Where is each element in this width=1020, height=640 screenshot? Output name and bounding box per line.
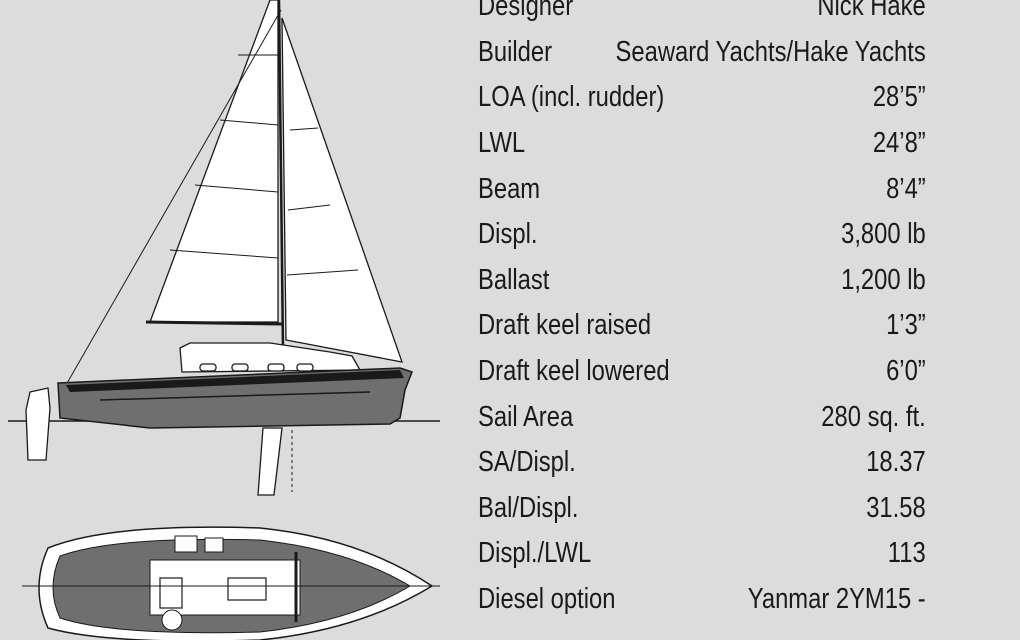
spec-label: Diesel option — [478, 583, 616, 616]
spec-value: Seaward Yachts/Hake Yachts — [615, 35, 926, 68]
spec-row-builder: Builder Seaward Yachts/Hake Yachts — [478, 30, 926, 76]
spec-value: 24’8” — [872, 127, 926, 160]
mast — [277, 0, 285, 351]
spec-row-draft-raised: Draft keel raised 1’3” — [478, 303, 926, 349]
spec-row-bal-displ: Bal/Displ. 31.58 — [478, 486, 926, 532]
spec-row-draft-lowered: Draft keel lowered 6’0” — [478, 349, 926, 395]
spec-label: Bal/Displ. — [478, 491, 579, 524]
cabin — [179, 342, 362, 373]
spec-value: 113 — [887, 537, 926, 570]
spec-value: 1’3” — [886, 309, 926, 342]
spec-label: Designer — [478, 0, 574, 23]
spec-label: Draft keel lowered — [478, 355, 670, 388]
spec-label: SA/Displ. — [478, 446, 576, 479]
spec-row-displacement: Displ. 3,800 lb — [478, 212, 926, 258]
spec-label: Ballast — [478, 263, 550, 296]
spec-row-lwl: LWL 24’8” — [478, 121, 926, 167]
specifications-table: Designer Nick Hake Builder Seaward Yacht… — [478, 0, 926, 622]
spec-label: LOA (incl. rudder) — [478, 81, 665, 114]
spec-label: Beam — [478, 172, 541, 205]
spec-value: 6’0” — [886, 355, 926, 388]
spec-row-sa-displ: SA/Displ. 18.37 — [478, 440, 926, 486]
spec-row-diesel-option: Diesel option Yanmar 2YM15 - — [478, 577, 926, 623]
spec-label: Draft keel raised — [478, 309, 652, 342]
spec-value: 1,200 lb — [841, 263, 926, 296]
spec-row-ballast: Ballast 1,200 lb — [478, 258, 926, 304]
spec-label: Builder — [478, 35, 553, 68]
mainsail — [149, 0, 279, 323]
spec-label: LWL — [478, 127, 526, 160]
spec-row-beam: Beam 8’4” — [478, 166, 926, 212]
spec-label: Sail Area — [478, 400, 574, 433]
keel — [257, 427, 283, 496]
spec-label: Displ. — [478, 218, 538, 251]
spec-value: Yanmar 2YM15 - — [747, 583, 926, 616]
spec-value: 280 sq. ft. — [821, 400, 926, 433]
spec-value: 18.37 — [866, 446, 926, 479]
spec-value: 8’4” — [886, 172, 926, 205]
sailboat-profile-drawing — [8, 0, 440, 640]
spec-value: 31.58 — [866, 491, 926, 524]
spec-label: Displ./LWL — [478, 537, 592, 570]
rudder — [25, 387, 51, 461]
spec-row-designer: Designer Nick Hake — [478, 0, 926, 30]
spec-value: Nick Hake — [817, 0, 926, 23]
spec-row-loa: LOA (incl. rudder) 28’5” — [478, 75, 926, 121]
spec-row-displ-lwl: Displ./LWL 113 — [478, 531, 926, 577]
spec-row-sail-area: Sail Area 280 sq. ft. — [478, 394, 926, 440]
spec-value: 28’5” — [872, 81, 926, 114]
boom — [145, 320, 283, 326]
sailboat-deck-plan-drawing — [22, 526, 440, 640]
jib — [281, 17, 403, 363]
spec-value: 3,800 lb — [841, 218, 926, 251]
